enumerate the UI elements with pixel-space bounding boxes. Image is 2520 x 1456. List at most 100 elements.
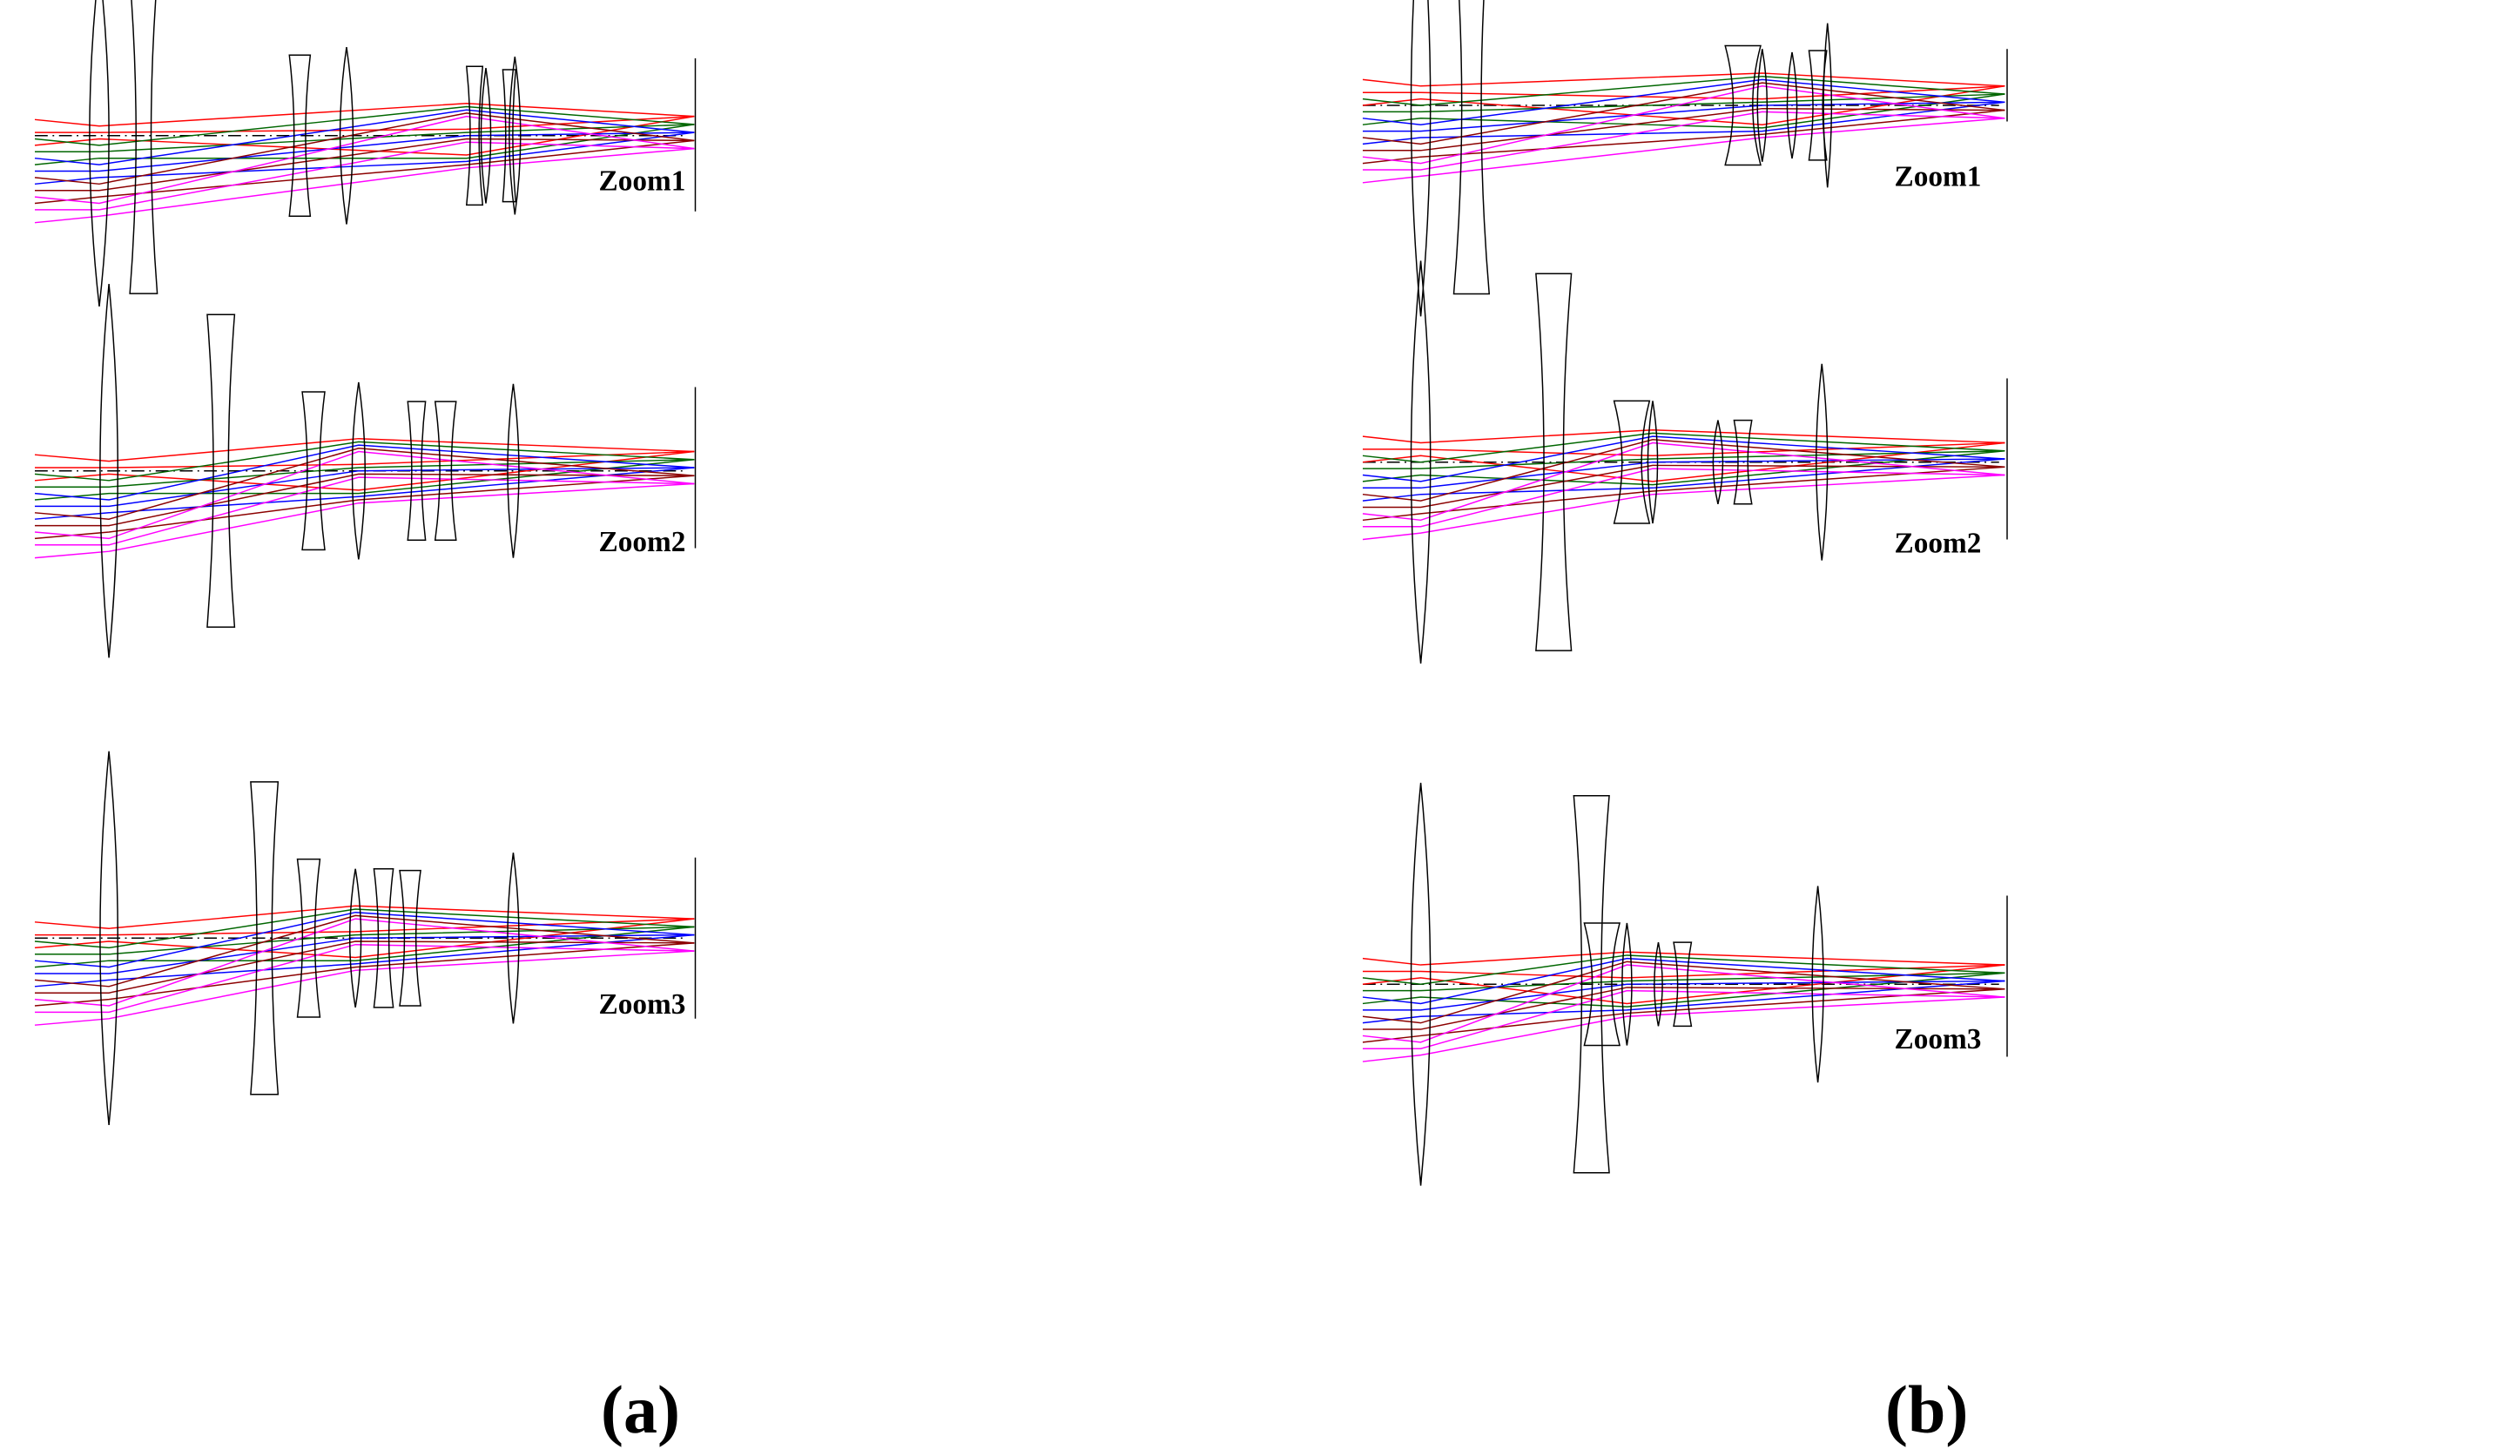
zoom1-b: Zoom1 (1362, 0, 2008, 317)
ray (1363, 458, 2005, 489)
ray (34, 918, 695, 1007)
lens-element (399, 869, 421, 1007)
ray (34, 103, 695, 127)
panel-b: Zoom1 Zoom2 Zoom3 (b) (1362, 0, 2008, 1447)
ray (1362, 964, 2005, 1043)
ray (34, 911, 695, 968)
ray (1363, 111, 2005, 171)
ray (1362, 82, 2005, 145)
ray (1362, 75, 2005, 106)
lens-element (1811, 886, 1824, 1083)
ray (34, 905, 695, 929)
lens-element (1654, 942, 1663, 1027)
rays (34, 103, 695, 224)
ray (1363, 85, 2005, 100)
ray (35, 926, 695, 955)
panel-label-a: (a) (601, 1372, 680, 1447)
lens-element (301, 391, 326, 551)
lens-element (407, 401, 427, 541)
ray (34, 109, 695, 165)
lens-element (339, 46, 354, 225)
ray (35, 473, 695, 527)
ray (34, 482, 695, 559)
lens-element (507, 383, 520, 558)
zoom3-a: Zoom3 (34, 751, 697, 1125)
ray (35, 450, 695, 468)
lens-element (1573, 795, 1610, 1174)
ray (35, 459, 695, 488)
lens-element (129, 0, 158, 294)
ray (34, 437, 695, 462)
lens-element (351, 381, 366, 560)
lens-element (348, 868, 362, 1008)
lens-element (99, 751, 118, 1125)
zoom-label: Zoom1 (1895, 160, 1982, 192)
lens-element (288, 54, 312, 218)
ray (34, 115, 695, 205)
ray (1362, 957, 2005, 1005)
lens-element (296, 858, 321, 1018)
ray (35, 115, 695, 133)
rays (34, 437, 695, 559)
zoom-label: Zoom1 (598, 165, 685, 198)
lens-element (1786, 51, 1798, 159)
zoom-label: Zoom3 (1895, 1023, 1982, 1055)
lens-element (1756, 49, 1769, 162)
ray (1362, 474, 2005, 541)
lens-element (1410, 782, 1432, 1186)
lens-element (1647, 401, 1659, 524)
lens-element (1452, 0, 1491, 295)
lenses (99, 751, 520, 1125)
ray (35, 476, 695, 546)
ray (1363, 464, 2005, 509)
lens-element (507, 853, 520, 1024)
ray (34, 105, 695, 146)
rays (1362, 72, 2005, 184)
lens-element (1823, 23, 1833, 188)
lens-element (1583, 922, 1621, 1047)
ray (1363, 450, 2005, 469)
rays (1362, 951, 2005, 1062)
lenses (1410, 260, 1829, 664)
lens-element (1733, 419, 1753, 505)
ray (1363, 442, 2005, 457)
ray (35, 934, 695, 974)
ray (1363, 101, 2005, 132)
ray (35, 943, 695, 1014)
zoom2-b: Zoom2 (1362, 260, 2008, 664)
ray (1362, 428, 2005, 444)
lens-element (250, 781, 280, 1095)
lens-element (509, 57, 522, 215)
lens-element (373, 868, 394, 1008)
lenses (1410, 782, 1824, 1186)
ray (1362, 72, 2005, 87)
ray (1362, 996, 2005, 1062)
ray (1362, 439, 2005, 502)
ray (35, 467, 695, 508)
ray (34, 450, 695, 540)
ray (35, 131, 695, 172)
lens-element (480, 67, 492, 204)
ray (1363, 964, 2005, 979)
panel-a: Zoom1 Zoom2 Zoom3 (a) (34, 0, 697, 1447)
ray (34, 448, 695, 520)
zoom-label: Zoom3 (598, 988, 685, 1021)
ray (1362, 118, 2005, 184)
ray (35, 940, 695, 994)
lens-element (465, 65, 484, 206)
zoom-label: Zoom2 (598, 526, 685, 558)
lens-element (1613, 400, 1651, 524)
ray (34, 441, 695, 482)
ray (34, 950, 695, 1026)
ray (1362, 85, 2005, 165)
lens-element (99, 284, 118, 658)
lens-element (1673, 941, 1693, 1028)
ray (1362, 435, 2005, 482)
ray (1362, 450, 2005, 486)
lens-element (1410, 260, 1432, 664)
lens-element (1410, 0, 1432, 317)
lenses (99, 284, 520, 658)
ray (34, 147, 695, 224)
panel-label-b: (b) (1885, 1372, 1968, 1447)
